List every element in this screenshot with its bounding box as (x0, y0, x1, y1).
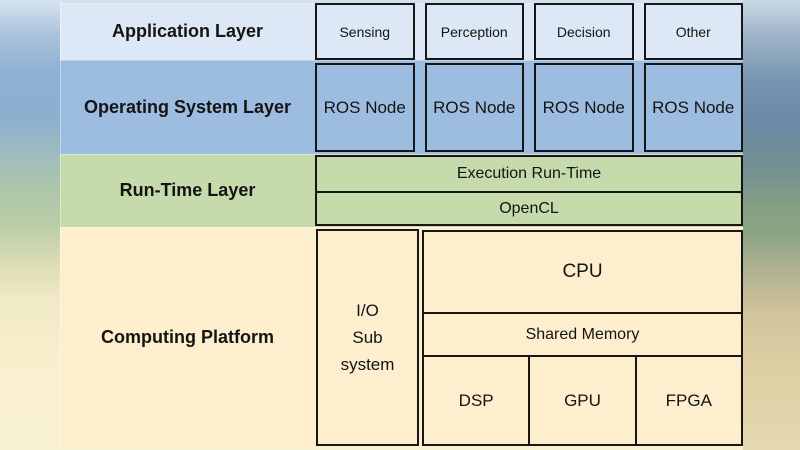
gpu-box: GPU (528, 357, 637, 444)
io-subsystem-box: I/O Sub system (316, 229, 419, 446)
layer-row-application: Application Layer Sensing Perception Dec… (60, 3, 743, 60)
os-layer-content: ROS Node ROS Node ROS Node ROS Node (315, 60, 743, 154)
dsp-box: DSP (458, 390, 494, 410)
shared-memory-box: Shared Memory (424, 314, 741, 357)
app-module-box-decision: Decision (534, 3, 634, 60)
layer-row-operating-system: Operating System Layer ROS Node ROS Node… (60, 60, 743, 154)
application-layer-content: Sensing Perception Decision Other (315, 3, 743, 60)
hardware-block: CPU Shared Memory DSP GPU FPGA (422, 230, 743, 446)
execution-runtime-box: Execution Run-Time (315, 155, 743, 193)
ros-node-box-3: ROS Node (534, 63, 634, 152)
layer-row-computing-platform: Computing Platform I/O Sub system CPU Sh… (60, 227, 743, 448)
layer-label-runtime: Run-Time Layer (119, 180, 256, 200)
io-subsystem-line-1: I/O (356, 300, 379, 320)
ros-node-box-1: ROS Node (315, 63, 415, 152)
layer-label-operating-system: Operating System Layer (83, 96, 292, 117)
ros-node-box-4: ROS Node (643, 63, 743, 152)
ros-architecture-diagram: Application Layer Sensing Perception Dec… (60, 3, 743, 448)
fpga-box: FPGA (665, 390, 712, 410)
app-module-box-other: Other (643, 3, 743, 60)
accelerators-row: DSP GPU FPGA (424, 357, 741, 444)
cpu-box: CPU (424, 232, 741, 314)
app-module-box-perception: Perception (424, 3, 524, 60)
layer-row-runtime: Run-Time Layer Execution Run-Time OpenCL (60, 154, 743, 227)
layer-label-computing-platform: Computing Platform (101, 327, 274, 347)
background-right-blur (743, 0, 800, 450)
runtime-layer-content: Execution Run-Time OpenCL (315, 154, 743, 227)
app-module-box-sensing: Sensing (315, 3, 415, 60)
io-subsystem-line-3: system (340, 355, 395, 375)
layer-label-application: Application Layer (111, 21, 264, 41)
io-subsystem-line-2: Sub (352, 327, 383, 347)
computing-platform-content: I/O Sub system CPU Shared Memory DSP GPU… (315, 227, 743, 448)
opencl-box: OpenCL (315, 191, 743, 226)
ros-node-box-2: ROS Node (424, 63, 524, 152)
